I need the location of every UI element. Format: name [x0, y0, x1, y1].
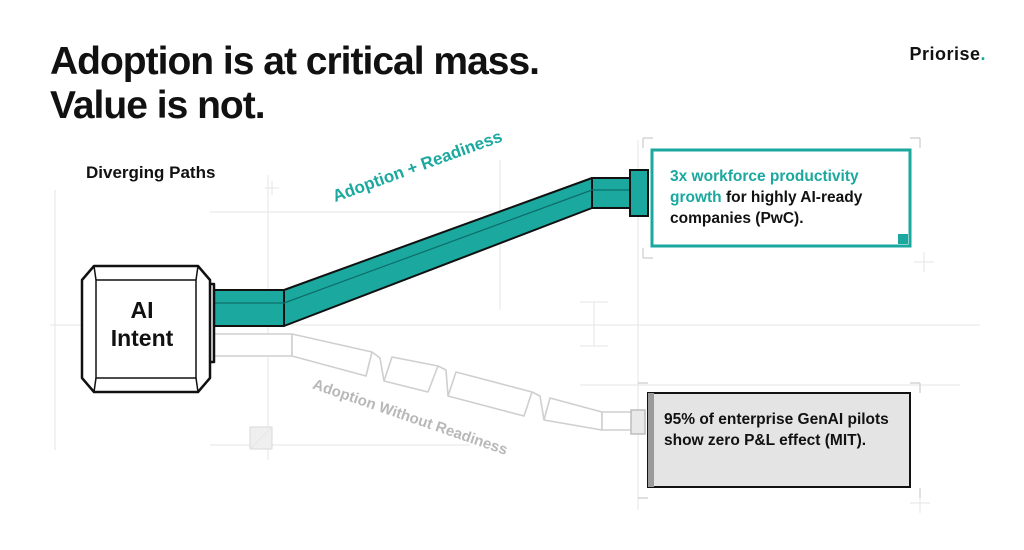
ai-intent-label: AI Intent [102, 296, 182, 352]
ai-intent-line-2: Intent [110, 325, 174, 351]
ai-intent-node [80, 264, 216, 394]
headline-line-2: Value is not. [50, 84, 266, 127]
brand-logo: Priorise. [909, 44, 986, 65]
readiness-callout-box [642, 137, 921, 259]
headline: Adoption is at critical mass. Value is n… [50, 40, 540, 128]
brand-dot: . [980, 44, 986, 64]
ai-intent-line-1: AI [130, 297, 154, 323]
no-readiness-callout-box [638, 382, 921, 499]
brand-name: Priorise [909, 44, 981, 64]
readiness-path [211, 177, 641, 327]
section-label: Diverging Paths [86, 163, 216, 182]
readiness-callout-highlight: 3x workforce productivity growth [670, 168, 859, 206]
headline-line-1: Adoption is at critical mass. [50, 40, 540, 83]
no-readiness-path-connector [630, 409, 646, 435]
no-readiness-path [211, 333, 637, 431]
readiness-path-connector [629, 169, 649, 217]
readiness-callout-text: 3x workforce productivity growth for hig… [670, 166, 898, 229]
no-readiness-callout-text: 95% of enterprise GenAI pilots show zero… [664, 411, 889, 449]
readiness-callout-rest: for highly AI-ready companies (PwC). [670, 189, 863, 227]
